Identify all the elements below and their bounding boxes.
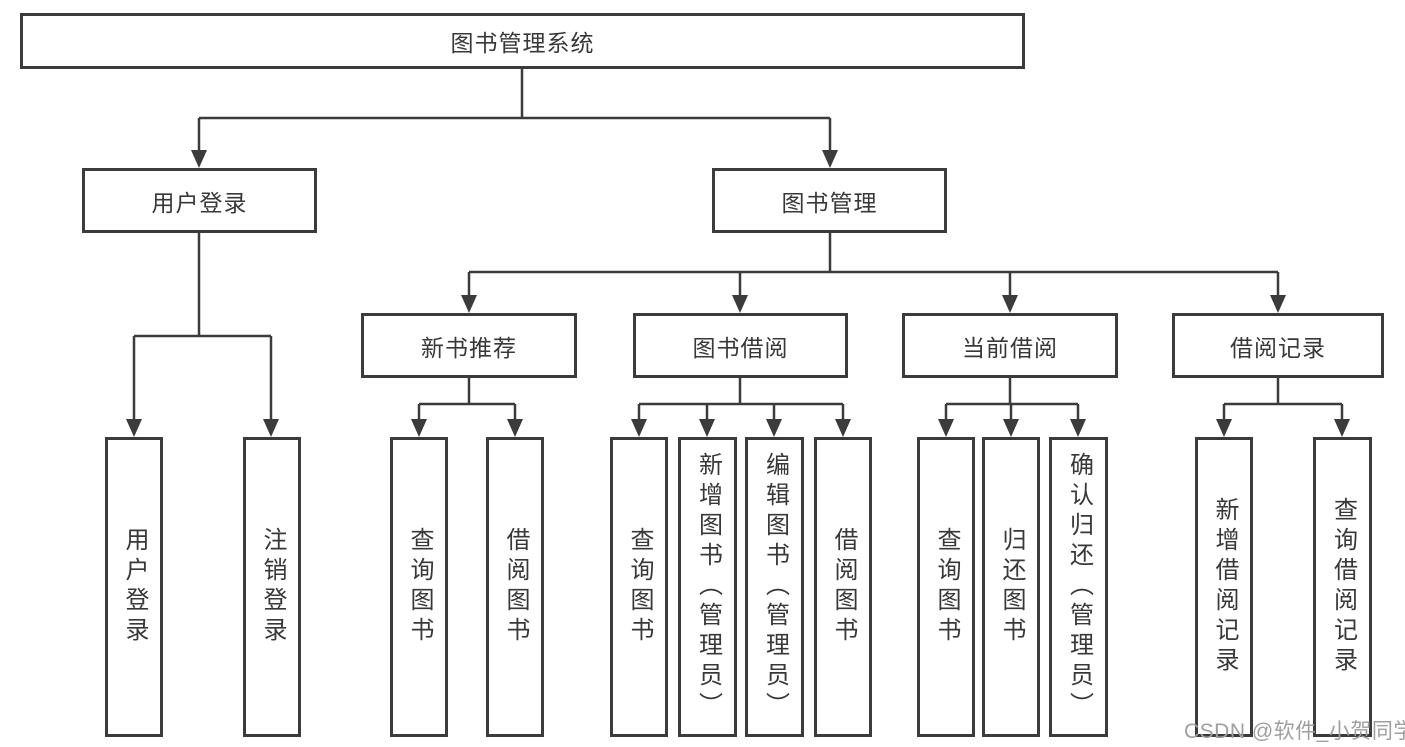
leaf-logout: 注销登录 bbox=[243, 437, 301, 737]
connector-borrow-children bbox=[631, 378, 851, 437]
leaf-query-books-current: 查询图书 bbox=[917, 437, 975, 737]
node-label: 用户登录 bbox=[151, 189, 248, 216]
leaf-query-borrow-record: 查询借阅记录 bbox=[1313, 437, 1372, 737]
leaf-borrow-books-recommend: 借阅图书 bbox=[486, 437, 544, 737]
leaf-label: 注销登录 bbox=[259, 527, 286, 647]
leaf-borrow-books: 借阅图书 bbox=[814, 437, 872, 737]
leaf-label: 查询图书 bbox=[406, 527, 433, 647]
node-label: 新书推荐 bbox=[421, 334, 517, 361]
leaf-label: 查询图书 bbox=[933, 527, 960, 647]
leaf-label: 新增借阅记录 bbox=[1211, 497, 1238, 677]
connector-records-children bbox=[1216, 378, 1350, 437]
leaf-add-books-admin: 新增图书（管理员） bbox=[678, 437, 737, 737]
leaf-query-books-recommend: 查询图书 bbox=[390, 437, 448, 737]
connector-book-mgmt-to-level3 bbox=[461, 233, 1286, 313]
node-label: 当前借阅 bbox=[962, 334, 1058, 361]
leaf-label: 归还图书 bbox=[998, 527, 1025, 647]
leaf-label: 编辑图书（管理员） bbox=[761, 452, 789, 722]
node-user-login: 用户登录 bbox=[82, 168, 317, 233]
node-label: 图书管理系统 bbox=[450, 30, 595, 56]
leaf-add-borrow-record: 新增借阅记录 bbox=[1195, 437, 1253, 737]
leaf-label: 借阅图书 bbox=[502, 527, 529, 647]
leaf-edit-books-admin: 编辑图书（管理员） bbox=[745, 437, 804, 737]
connector-root-to-level2 bbox=[191, 69, 838, 168]
connector-user-login-children bbox=[126, 233, 279, 437]
node-new-book-recommend: 新书推荐 bbox=[361, 313, 577, 378]
leaf-label: 查询借阅记录 bbox=[1329, 497, 1357, 677]
leaf-label: 新增图书（管理员） bbox=[694, 452, 722, 722]
connector-current-children bbox=[938, 378, 1086, 437]
node-book-management: 图书管理 bbox=[712, 168, 947, 233]
leaf-label: 借阅图书 bbox=[830, 527, 857, 647]
leaf-user-login: 用户登录 bbox=[105, 437, 163, 737]
connector-newbook-children bbox=[411, 378, 523, 437]
leaf-label: 查询图书 bbox=[626, 527, 653, 647]
node-book-borrow: 图书借阅 bbox=[633, 313, 848, 378]
node-label: 借阅记录 bbox=[1230, 334, 1326, 361]
node-library-management-system: 图书管理系统 bbox=[20, 13, 1025, 69]
csdn-watermark: CSDN @软件_小贺同学 bbox=[1184, 720, 1405, 743]
leaf-label: 确认归还（管理员） bbox=[1065, 452, 1093, 722]
leaf-return-books: 归还图书 bbox=[982, 437, 1040, 737]
node-current-borrow: 当前借阅 bbox=[902, 313, 1118, 378]
leaf-label: 用户登录 bbox=[121, 527, 148, 647]
node-label: 图书借阅 bbox=[692, 334, 789, 361]
leaf-confirm-return-admin: 确认归还（管理员） bbox=[1049, 437, 1108, 737]
node-borrow-records: 借阅记录 bbox=[1172, 313, 1384, 378]
leaf-query-books-borrow: 查询图书 bbox=[610, 437, 668, 737]
node-label: 图书管理 bbox=[781, 189, 878, 216]
